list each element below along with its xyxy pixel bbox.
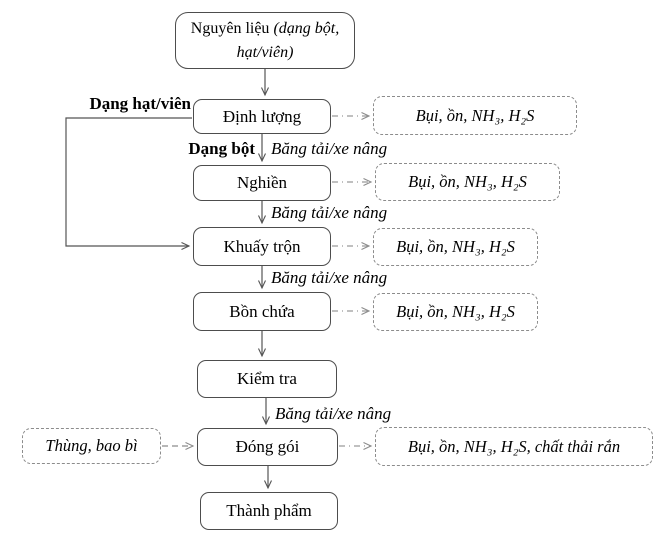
- input-box-packaging-materials: Thùng, bao bì: [22, 428, 161, 464]
- emission-box-packing: Bụi, ồn, NH₃, H₂S, chất thải rắn: [375, 427, 653, 466]
- process-box-storage-tank: Bồn chứa: [193, 292, 331, 331]
- process-box-mixing: Khuấy trộn: [193, 227, 331, 266]
- emission-box-label: Bụi, ồn, NH₃, H₂S: [396, 302, 515, 321]
- transport-label-grinding-mixing: Băng tải/xe nâng: [271, 203, 388, 222]
- process-box-inspection: Kiểm tra: [197, 360, 337, 398]
- process-box-label: Nguyên liệu (dạng bột, hạt/viên): [190, 20, 340, 61]
- process-box-grinding: Nghiền: [193, 165, 331, 201]
- emission-box-tank: Bụi, ồn, NH₃, H₂S: [373, 293, 538, 331]
- raw-material-form-note: (dạng bột, hạt/viên): [236, 20, 340, 61]
- emission-box-grinding: Bụi, ồn, NH₃, H₂S: [375, 163, 560, 201]
- transport-label-mixing-tank: Băng tải/xe nâng: [271, 268, 388, 287]
- transport-label-dosing-grinding: Băng tải/xe nâng: [271, 139, 388, 158]
- process-box-packing: Đóng gói: [197, 428, 338, 466]
- branch-label-powder: Dạng bột: [188, 139, 255, 158]
- emission-box-dosing: Bụi, ồn, NH₃, H₂S: [373, 96, 577, 135]
- emission-box-label: Bụi, ồn, NH₃, H₂S, chất thải rắn: [407, 436, 621, 456]
- transport-label-inspection-packing: Băng tải/xe nâng: [275, 404, 392, 423]
- emission-box-label: Bụi, ồn, NH₃, H₂S: [415, 105, 535, 125]
- process-box-label: Đóng gói: [235, 437, 300, 457]
- emission-box-label: Bụi, ồn, NH₃, H₂S: [408, 172, 527, 191]
- process-box-label: Thành phẩm: [226, 501, 312, 521]
- branch-label-granule: Dạng hạt/viên: [89, 94, 191, 113]
- process-box-raw-material: Nguyên liệu (dạng bột, hạt/viên): [175, 12, 355, 69]
- emission-box-label: Bụi, ồn, NH₃, H₂S: [396, 237, 515, 256]
- process-box-label: Khuấy trộn: [223, 236, 301, 256]
- process-box-finished-product: Thành phẩm: [200, 492, 338, 530]
- process-box-label: Bồn chứa: [229, 301, 295, 321]
- emission-box-mixing: Bụi, ồn, NH₃, H₂S: [373, 228, 538, 266]
- input-box-label: Thùng, bao bì: [45, 436, 138, 455]
- process-box-label: Nghiền: [236, 173, 288, 193]
- arrow-granule-bypass: [65, 117, 192, 250]
- process-box-label: Kiểm tra: [237, 369, 297, 389]
- process-box-dosing: Định lượng: [193, 99, 331, 134]
- process-box-label: Định lượng: [222, 106, 302, 126]
